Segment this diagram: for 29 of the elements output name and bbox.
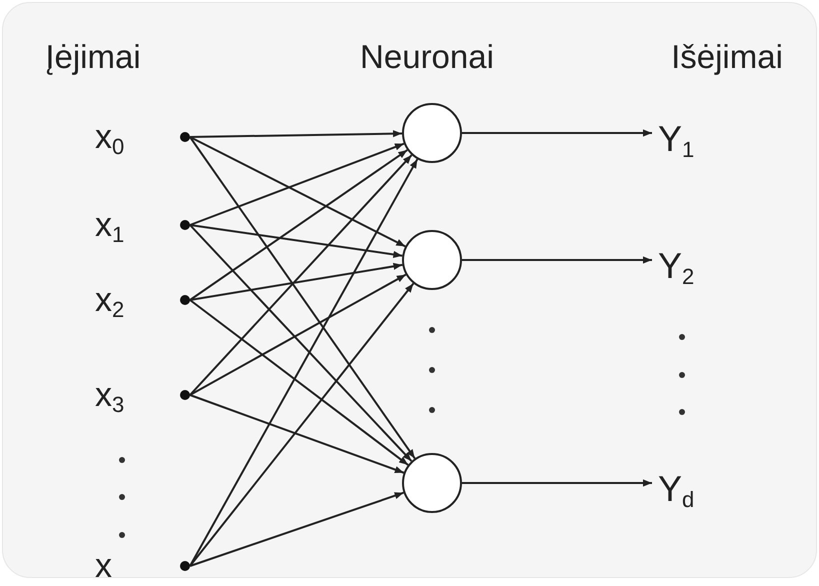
output-label: Y$_{1}$ bbox=[658, 121, 694, 157]
arrow bbox=[462, 256, 652, 264]
input-label: x$_{3}$ bbox=[95, 378, 124, 412]
column-heading: Išėjimai bbox=[670, 40, 784, 73]
arrow bbox=[190, 274, 406, 396]
arrow bbox=[190, 262, 403, 301]
input-label: x$_{2}$ bbox=[95, 283, 124, 317]
input-label: x bbox=[95, 549, 112, 583]
arrow bbox=[190, 130, 402, 138]
output-label: Y$_{2}$ bbox=[658, 248, 694, 284]
arrow bbox=[190, 394, 404, 474]
arrow bbox=[189, 149, 408, 301]
arrow bbox=[189, 224, 412, 462]
column-heading: Neuronai bbox=[359, 40, 495, 73]
arrow bbox=[190, 142, 404, 226]
arrow bbox=[189, 282, 414, 567]
arrow bbox=[190, 224, 402, 258]
arrow bbox=[190, 136, 406, 248]
arrow bbox=[189, 158, 418, 566]
arrow bbox=[189, 136, 416, 459]
arrow bbox=[189, 154, 412, 396]
arrow bbox=[190, 492, 404, 567]
input-label: x$_{1}$ bbox=[95, 208, 124, 242]
column-heading: Įėjimai bbox=[44, 40, 142, 73]
arrow bbox=[462, 479, 652, 487]
arrow bbox=[189, 299, 409, 466]
arrow bbox=[462, 129, 652, 137]
output-label: Y$_{d}$ bbox=[658, 471, 694, 507]
input-label: x$_{0}$ bbox=[95, 120, 124, 154]
